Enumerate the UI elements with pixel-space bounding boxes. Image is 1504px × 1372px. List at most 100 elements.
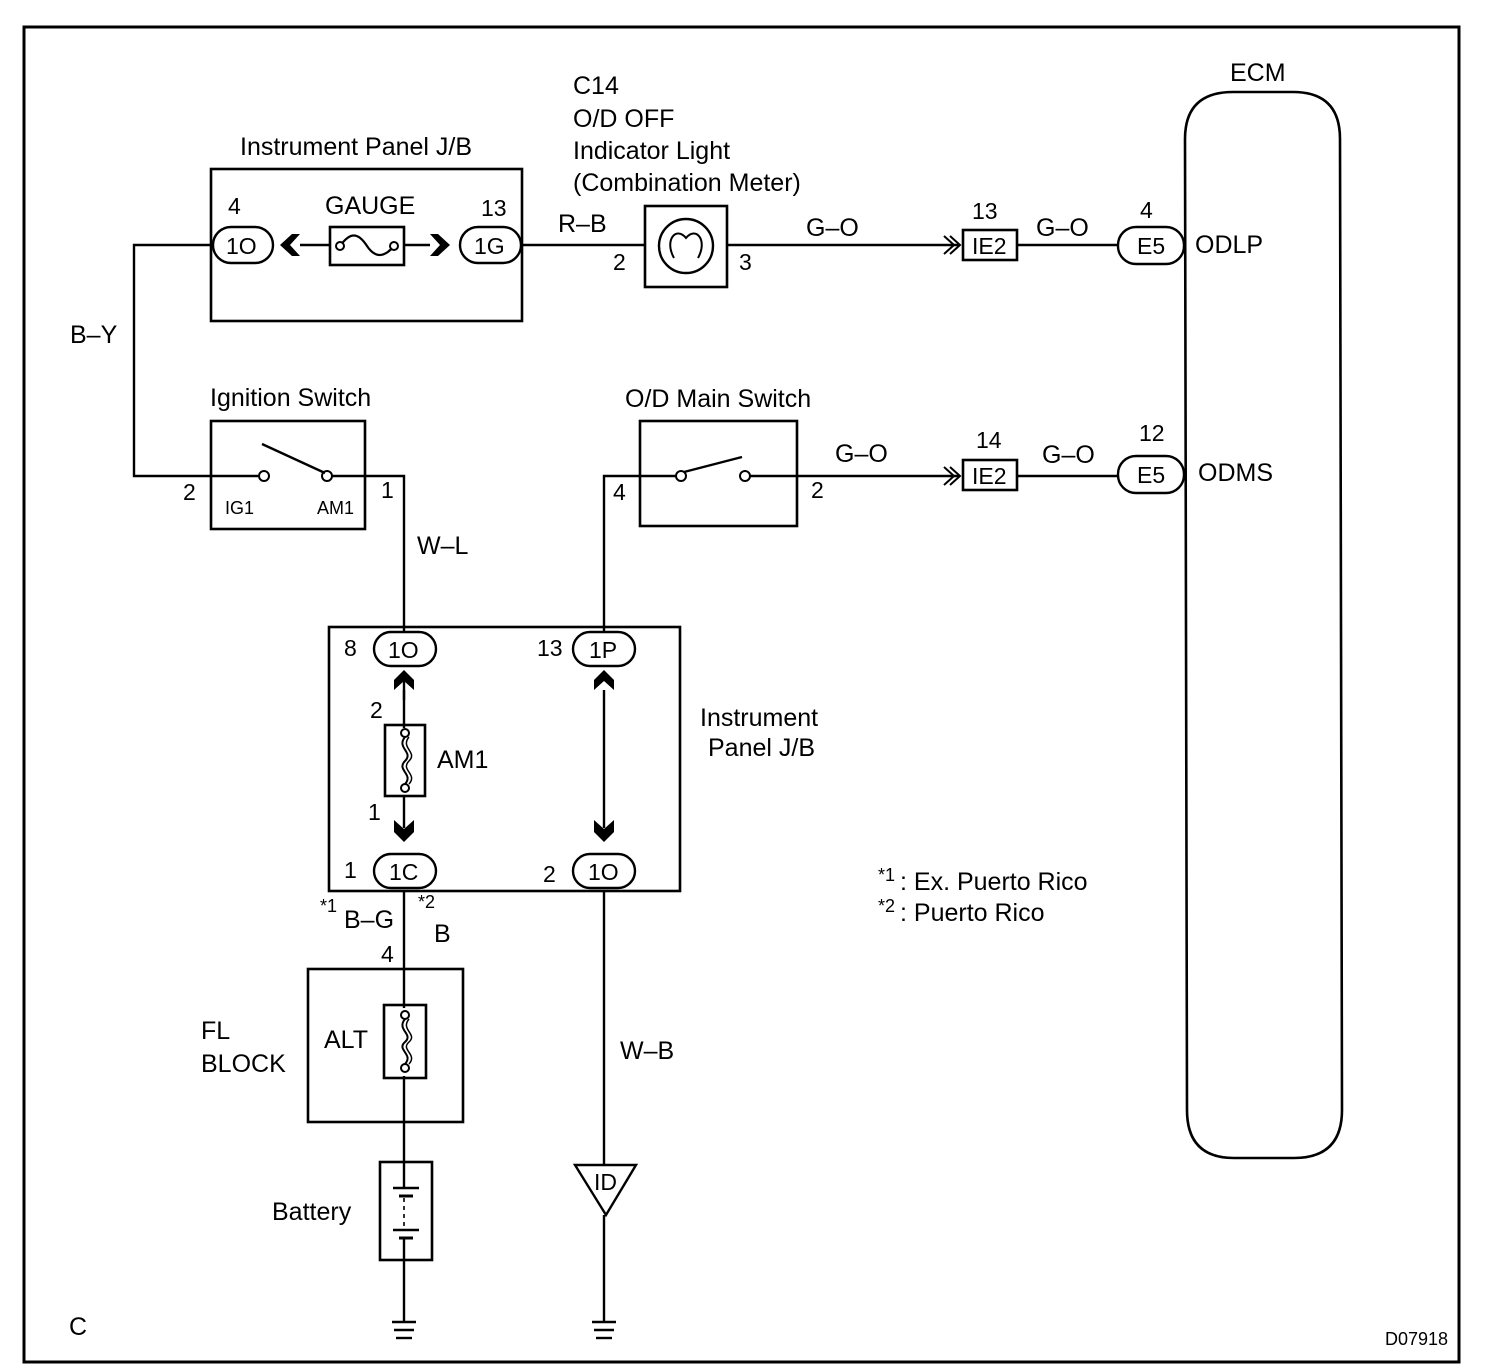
- mid-jb-tl-conn: 1O: [388, 637, 419, 663]
- fl-block-line1: FL: [201, 1017, 230, 1045]
- mid-jb-br-pin: 2: [543, 861, 556, 887]
- ignition-title: Ignition Switch: [210, 384, 371, 412]
- ecm-odms-pin: 12: [1139, 420, 1165, 446]
- am1-fuse-label: AM1: [437, 746, 488, 774]
- chevron-down-icon: [394, 820, 414, 842]
- wire-label-wl: W–L: [417, 532, 469, 560]
- wire-bg-labels: *1 B–G *2 B: [320, 892, 451, 948]
- connector-e5-odlp: [1116, 225, 1186, 266]
- ignition-term-right: AM1: [317, 498, 354, 518]
- wire-label-by: B–Y: [70, 321, 118, 349]
- battery: Battery: [272, 1160, 434, 1262]
- indicator-pin-in: 2: [613, 249, 626, 275]
- am1-fuse-pin-bottom: 1: [368, 799, 381, 825]
- wire-bg-mark2: *2: [418, 892, 435, 912]
- mid-jb-tl-pin: 8: [344, 635, 357, 661]
- ie2-connector-mid: 14 IE2 G–O: [943, 427, 1095, 492]
- ie2-connector-top: 13 IE2 G–O: [943, 198, 1089, 262]
- wire-label-go-mid: G–O: [835, 440, 888, 468]
- connector-1P: [571, 630, 637, 668]
- mid-jb-bl-pin: 1: [344, 857, 357, 883]
- od-switch-title: O/D Main Switch: [625, 385, 811, 413]
- top-jb-title: Instrument Panel J/B: [240, 133, 472, 161]
- ignition-term-left: IG1: [225, 498, 254, 518]
- ecm-odms-label: ODMS: [1198, 459, 1273, 487]
- ecm-odlp-pin: 4: [1140, 197, 1153, 223]
- indicator-code: C14: [573, 72, 619, 100]
- top-jb-right-conn: 1G: [474, 233, 505, 259]
- connector-e5-odms: [1116, 454, 1186, 495]
- top-jb-left-conn: 1O: [226, 233, 257, 259]
- ie2-top-wire: G–O: [1036, 214, 1089, 242]
- corner-letter: C: [69, 1313, 87, 1341]
- ground-icon: [392, 1320, 416, 1340]
- od-switch-pin-left: 4: [613, 479, 626, 505]
- gauge-fuse-label: GAUGE: [325, 192, 415, 220]
- ground-id-label: ID: [594, 1169, 617, 1195]
- od-switch-pin-right: 2: [811, 477, 824, 503]
- battery-label: Battery: [272, 1198, 352, 1226]
- wire-label-wb: W–B: [620, 1037, 674, 1065]
- indicator-name: O/D OFF: [573, 105, 674, 133]
- od-off-indicator: C14 O/D OFF Indicator Light (Combination…: [573, 72, 801, 289]
- top-junction-block: Instrument Panel J/B 4 1O GAUGE 13 1G: [209, 133, 524, 323]
- ecm-odms-conn: E5: [1137, 462, 1165, 488]
- switch-contact-icon: [261, 442, 326, 475]
- indicator-line2: Indicator Light: [573, 137, 730, 165]
- ground-icon: [592, 1320, 616, 1340]
- chevron-right-icon: [430, 234, 450, 256]
- diagram-frame: [22, 25, 1461, 1364]
- mid-jb-tr-pin: 13: [537, 635, 563, 661]
- note1-mark: *1: [878, 865, 895, 885]
- fl-block-line2: BLOCK: [201, 1050, 286, 1078]
- footnotes: *1 : Ex. Puerto Rico *2 : Puerto Rico: [878, 865, 1088, 927]
- top-jb-right-pin: 13: [481, 195, 507, 221]
- figure-code: D07918: [1385, 1329, 1448, 1349]
- note2-mark: *2: [878, 896, 895, 916]
- connector-1O-bottom: [571, 852, 637, 890]
- fl-block-pin: 4: [381, 941, 394, 967]
- mid-jb-title-2: Panel J/B: [708, 734, 815, 762]
- am1-fuse-pin-top: 2: [370, 697, 383, 723]
- ecm-title: ECM: [1230, 59, 1286, 87]
- indicator-line3: (Combination Meter): [573, 169, 801, 197]
- ignition-pin-left: 2: [183, 479, 196, 505]
- ecm-unit: ECM 4 E5 ODLP 12 E5 ODMS: [1116, 59, 1344, 1160]
- wire-bg-mark1: *1: [320, 896, 337, 916]
- am1-fuse: [383, 723, 427, 798]
- ground-point-id: ID: [572, 1163, 639, 1218]
- connector-1C: [372, 852, 438, 890]
- chevron-down-icon: [594, 820, 614, 842]
- alt-fuse: [382, 1003, 428, 1080]
- wire-label-go-top: G–O: [806, 214, 859, 242]
- note2-text: : Puerto Rico: [900, 899, 1045, 927]
- indicator-pin-out: 3: [739, 249, 752, 275]
- chevron-left-icon: [280, 234, 300, 256]
- alt-fuse-label: ALT: [324, 1026, 368, 1054]
- ie2-top-pin: 13: [972, 198, 998, 224]
- chevron-up-icon: [394, 670, 414, 690]
- fl-block: 4 FL BLOCK ALT: [201, 941, 465, 1124]
- top-jb-left-pin: 4: [228, 193, 241, 219]
- lamp-icon: [657, 217, 715, 275]
- wire-bg-label2: B: [434, 920, 451, 948]
- ie2-mid-pin: 14: [976, 427, 1002, 453]
- ie2-mid-wire: G–O: [1042, 441, 1095, 469]
- od-main-switch: O/D Main Switch 4 2: [613, 385, 824, 528]
- chevron-up-icon: [594, 670, 614, 690]
- note1-text: : Ex. Puerto Rico: [900, 868, 1088, 896]
- mid-jb-br-conn: 1O: [588, 859, 619, 885]
- connector-1O-mid: [372, 630, 438, 668]
- mid-junction-block: Instrument Panel J/B 8 1O 13 1P 2 AM1 1 …: [327, 625, 818, 893]
- gauge-fuse: [328, 225, 406, 267]
- mid-jb-bl-conn: 1C: [389, 859, 418, 885]
- connector-1G: [458, 225, 523, 265]
- ecm-odlp-label: ODLP: [1195, 231, 1263, 259]
- wire-label-rb: R–B: [558, 210, 607, 238]
- ie2-mid-label: IE2: [972, 463, 1007, 489]
- ignition-switch: Ignition Switch 2 IG1 1 AM1: [183, 384, 394, 531]
- connector-1O-top: [211, 225, 275, 265]
- mid-jb-title-1: Instrument: [700, 704, 818, 732]
- ground-triangle-icon: [572, 1163, 639, 1218]
